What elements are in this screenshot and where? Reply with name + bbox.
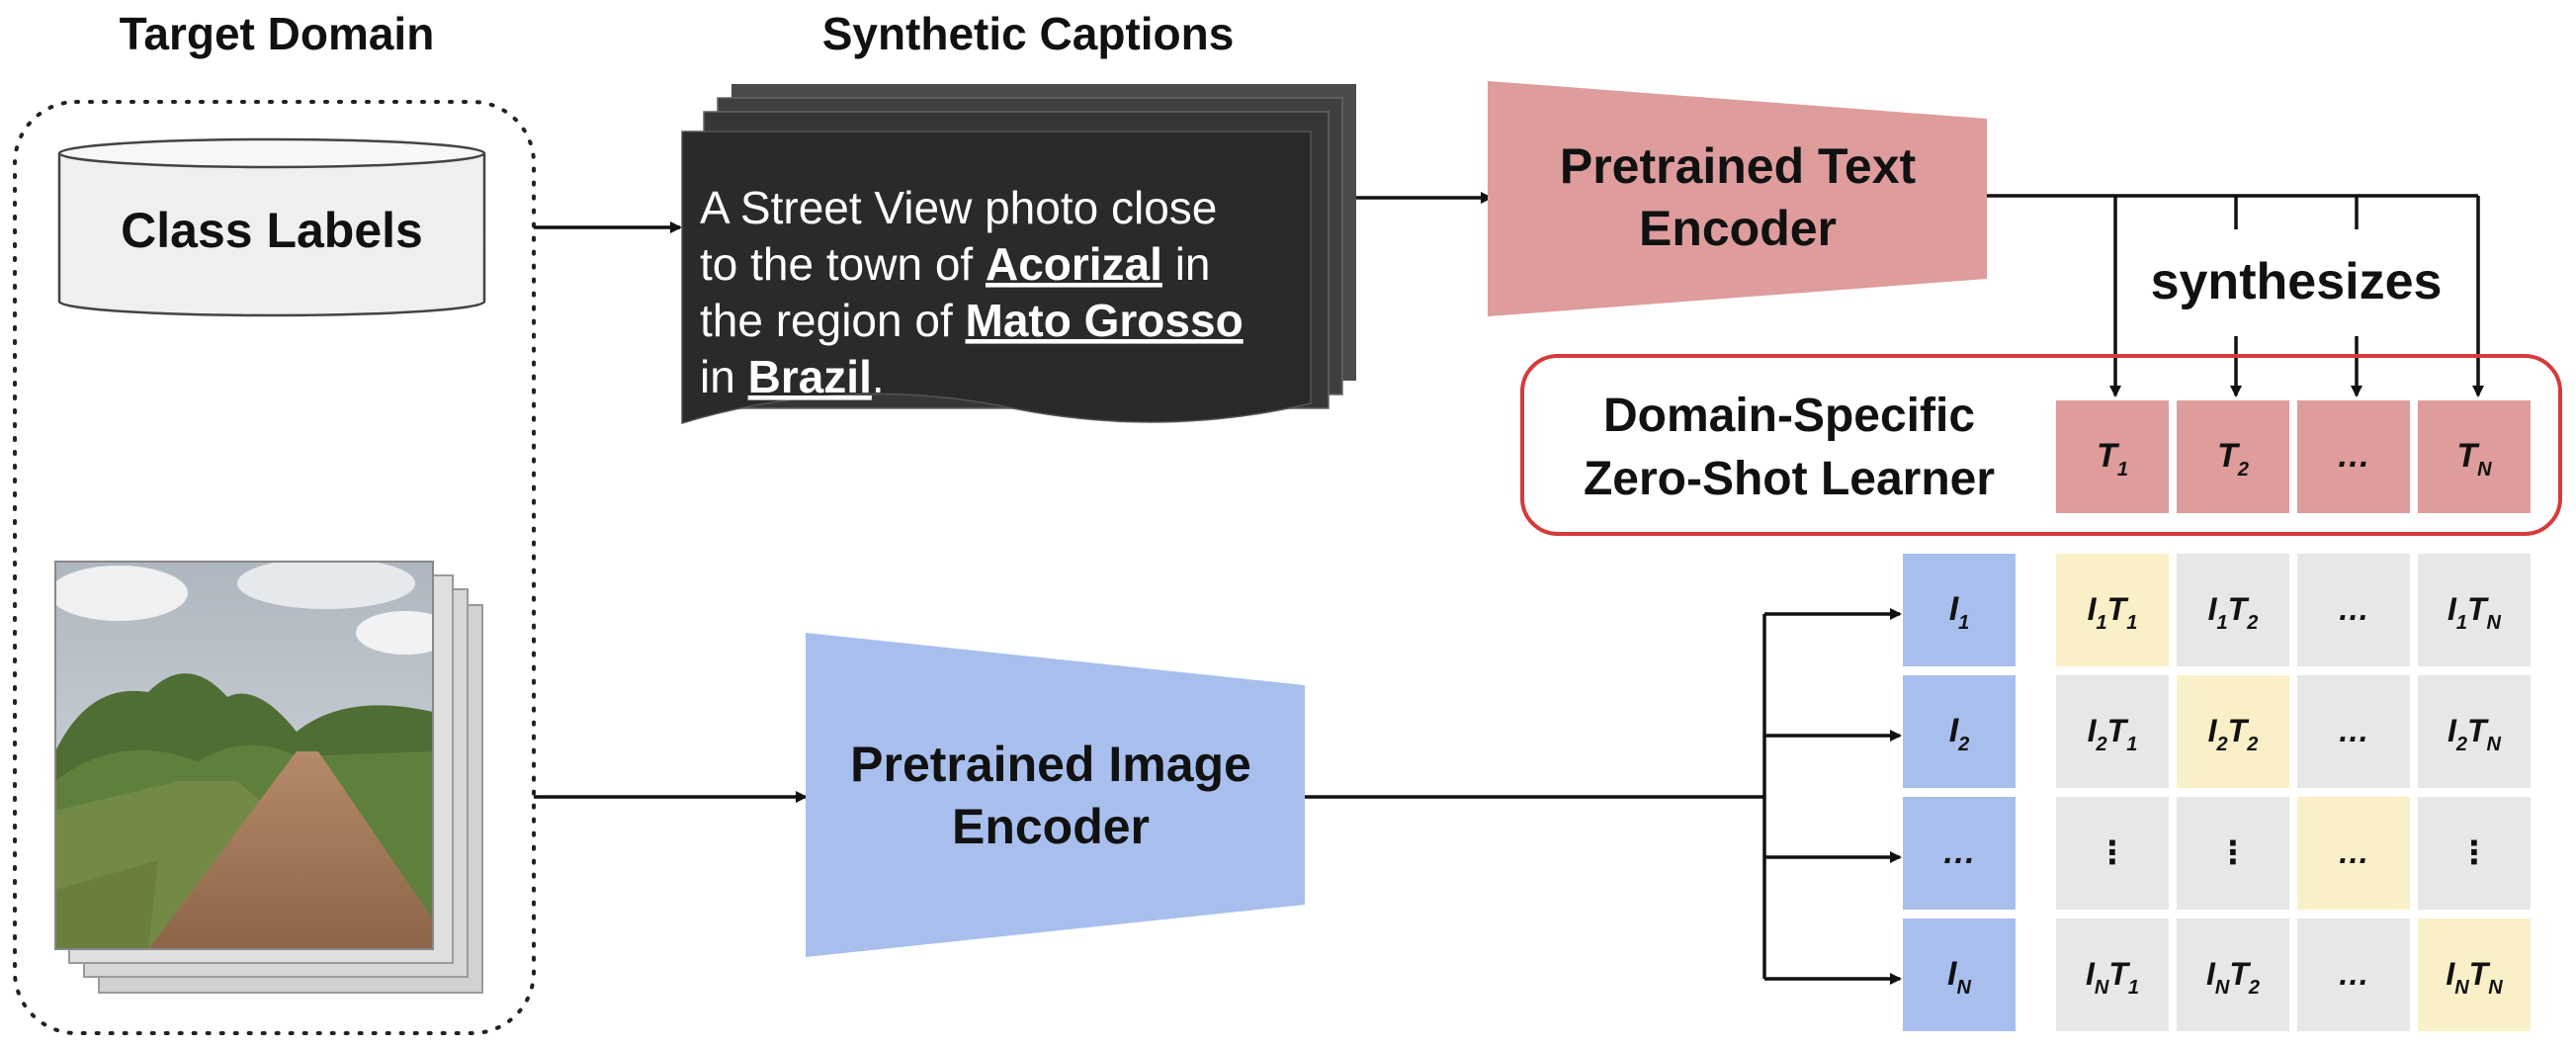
street-view-photo-stack (54, 561, 483, 994)
similarity-cell-diagonal (2297, 797, 2410, 910)
image-embedding-label: … (1942, 833, 1976, 871)
image-embedding-label: I1 (1949, 590, 1970, 634)
image-embedding-cell (1903, 675, 2016, 788)
image-encoder-block (806, 633, 1305, 957)
target-domain-title: Target Domain (120, 8, 435, 59)
text-encoder-label-line2: Encoder (1639, 201, 1837, 256)
similarity-cell (2297, 675, 2410, 788)
street-view-photo (55, 562, 433, 949)
text-embedding-row: T1 T2 … TN (2056, 400, 2531, 513)
text-embedding-cell (2297, 400, 2410, 513)
image-embedding-cell (1903, 554, 2016, 666)
caption-card-stack (681, 84, 1356, 425)
caption-country: Brazil (748, 351, 872, 402)
similarity-cell (2056, 797, 2169, 910)
similarity-value: INT2 (2206, 956, 2260, 999)
similarity-value: I2T1 (2088, 713, 2138, 755)
caption-line-4-suffix: . (872, 351, 885, 402)
text-encoder-label-line1: Pretrained Text (1560, 138, 1917, 194)
text-embedding-label: TN (2456, 437, 2492, 481)
similarity-value: INTN (2446, 956, 2503, 999)
class-labels-label: Class Labels (121, 203, 423, 258)
synthesizes-label: synthesizes (2151, 253, 2443, 310)
text-embedding-label: T2 (2217, 437, 2249, 481)
caption-text: A Street View photo close to the town of… (700, 182, 1255, 402)
similarity-value: ⋮ (2097, 834, 2128, 870)
zero-shot-learner-box (1520, 354, 2562, 536)
image-encoder-label-line1: Pretrained Image (850, 737, 1251, 792)
image-embedding-label: IN (1947, 955, 1971, 999)
similarity-cell-diagonal (2056, 554, 2169, 666)
learner-label-line2: Zero-Shot Learner (1584, 453, 1995, 505)
similarity-value: … (2338, 713, 2369, 748)
similarity-value: ⋮ (2458, 834, 2490, 870)
caption-line-2-prefix: to the town of (700, 238, 986, 290)
similarity-cell (2056, 675, 2169, 788)
text-embedding-cell (2418, 400, 2531, 513)
image-embedding-cell (1903, 919, 2016, 1031)
similarity-value: … (2338, 834, 2369, 870)
similarity-cell (2177, 797, 2289, 910)
similarity-cell (2418, 675, 2531, 788)
similarity-cell (2418, 554, 2531, 666)
image-embedding-cell (1903, 797, 2016, 910)
image-encoder-label-line2: Encoder (952, 799, 1150, 854)
similarity-cell (2177, 554, 2289, 666)
target-domain-container (13, 100, 536, 1035)
similarity-cell (2177, 919, 2289, 1031)
caption-line-3-prefix: the region of (700, 295, 966, 346)
similarity-value: I1T1 (2088, 591, 2138, 634)
text-embedding-cell (2177, 400, 2289, 513)
similarity-cell (2297, 554, 2410, 666)
similarity-value: … (2338, 956, 2369, 992)
similarity-value: INT1 (2086, 956, 2139, 999)
image-embedding-label: I2 (1949, 712, 1970, 755)
similarity-cell (2297, 919, 2410, 1031)
learner-label-line1: Domain-Specific (1603, 390, 1975, 442)
similarity-matrix: I1T1 I1T2 … I1TN I2T1 I2T2 … I2TN ⋮ ⋮ … ⋮ INT1 INT2 … I… (2056, 554, 2531, 1031)
similarity-cell-diagonal (2418, 919, 2531, 1031)
synthetic-captions-title: Synthetic Captions (822, 8, 1235, 59)
class-labels-database-icon (57, 137, 486, 317)
caption-card (681, 131, 1312, 425)
caption-line-2-suffix: in (1162, 238, 1211, 290)
similarity-value: I2TN (2447, 713, 2502, 755)
text-encoder-output-connector (1987, 194, 2484, 397)
caption-line-4-prefix: in (700, 351, 748, 402)
similarity-value: I2T2 (2208, 713, 2259, 755)
caption-town: Acorizal (986, 238, 1162, 290)
similarity-value: I1T2 (2208, 591, 2259, 634)
similarity-cell (2056, 919, 2169, 1031)
text-embedding-label: … (2337, 437, 2370, 475)
similarity-cell (2418, 797, 2531, 910)
similarity-cell-diagonal (2177, 675, 2289, 788)
similarity-value: ⋮ (2217, 834, 2249, 870)
similarity-value: I1TN (2447, 591, 2502, 634)
similarity-value: … (2338, 591, 2369, 627)
text-encoder-block (1488, 81, 1987, 316)
image-encoder-output-connector (1305, 608, 1902, 985)
text-embedding-cell (2056, 400, 2169, 513)
caption-line-1: A Street View photo close (700, 182, 1217, 233)
caption-region: Mato Grosso (966, 295, 1244, 346)
text-embedding-label: T1 (2097, 437, 2128, 481)
